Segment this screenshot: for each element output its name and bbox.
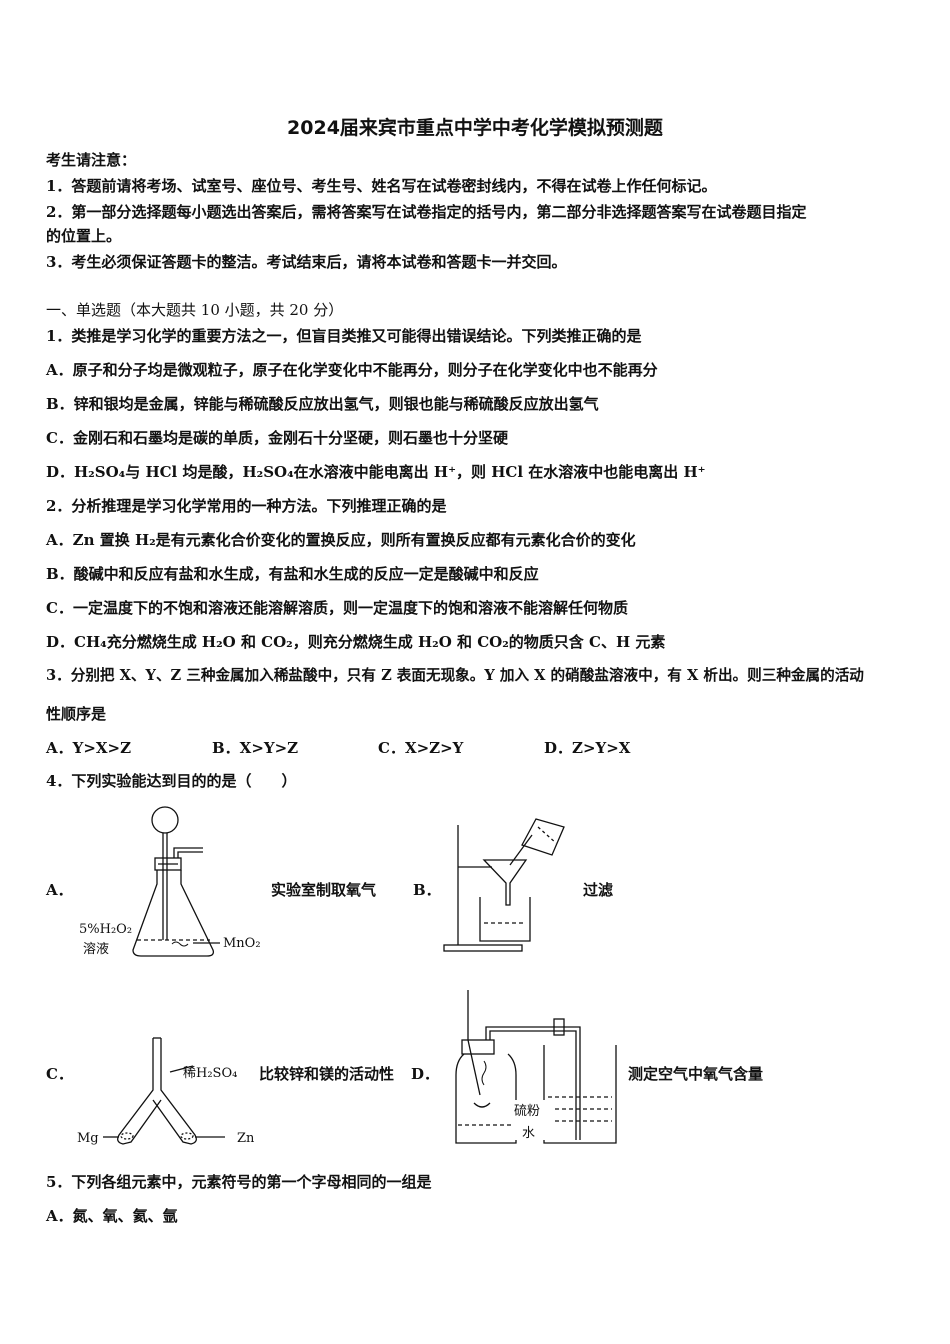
water-label: 水 bbox=[522, 1126, 535, 1141]
h2o2-label: 5%H₂O₂ bbox=[79, 922, 132, 937]
q2-option-d: D．CH₄充分燃烧生成 H₂O 和 CO₂，则充分燃烧生成 H₂O 和 CO₂的… bbox=[46, 633, 666, 651]
solution-label: 溶液 bbox=[83, 942, 109, 957]
q3-option-b: B．X>Y>Z bbox=[212, 739, 299, 757]
q2-option-c: C．一定温度下的不饱和溶液还能溶解溶质，则一定温度下的饱和溶液不能溶解任何物质 bbox=[46, 599, 628, 617]
q4-option-c-caption: 比较锌和镁的活动性 bbox=[259, 1065, 395, 1083]
dilute-acid-label: 稀H₂SO₄ bbox=[183, 1066, 237, 1081]
q2-option-b: B．酸碱中和反应有盐和水生成，有盐和水生成的反应一定是酸碱中和反应 bbox=[46, 565, 539, 583]
q3-stem-cont: 性顺序是 bbox=[46, 705, 107, 723]
notice-item-2-cont: 的位置上。 bbox=[46, 227, 122, 245]
mno2-label: MnO₂ bbox=[223, 936, 261, 951]
oxygen-content-figure: 硫粉 水 bbox=[455, 990, 617, 1144]
zn-label: Zn bbox=[237, 1131, 255, 1146]
notice-heading: 考生请注意： bbox=[46, 151, 137, 169]
q4-option-d-caption: 测定空气中氧气含量 bbox=[628, 1065, 764, 1083]
q4-stem: 4．下列实验能达到目的的是（ ） bbox=[46, 772, 297, 790]
oxygen-generator-figure: 5%H₂O₂ 溶液 MnO₂ bbox=[79, 806, 261, 957]
q3-option-d: D．Z>Y>X bbox=[544, 739, 631, 757]
q1-option-b: B．锌和银均是金属，锌能与稀硫酸反应放出氢气，则银也能与稀硫酸反应放出氢气 bbox=[46, 395, 599, 413]
page-title: 2024届来宾市重点中学中考化学模拟预测题 bbox=[287, 117, 663, 139]
q4-option-c-label: C． bbox=[46, 1065, 73, 1083]
mg-label: Mg bbox=[77, 1131, 99, 1146]
q3-option-c: C．X>Z>Y bbox=[378, 739, 464, 757]
q1-option-a: A．原子和分子均是微观粒子，原子在化学变化中不能再分，则分子在化学变化中也不能再… bbox=[46, 361, 658, 379]
q4-option-b-caption: 过滤 bbox=[583, 881, 614, 899]
q2-option-a: A．Zn 置换 H₂是有元素化合价变化的置换反应，则所有置换反应都有元素化合价的… bbox=[46, 531, 636, 549]
q4-option-a-label: A． bbox=[46, 881, 73, 899]
q3-option-a: A．Y>X>Z bbox=[46, 739, 132, 757]
section-heading: 一、单选题（本大题共 10 小题，共 20 分） bbox=[46, 301, 344, 319]
filtration-figure bbox=[443, 818, 565, 952]
notice-item-3: 3．考生必须保证答题卡的整洁。考试结束后，请将本试卷和答题卡一并交回。 bbox=[46, 253, 567, 271]
y-tube-figure: 稀H₂SO₄ Mg Zn bbox=[77, 1037, 255, 1146]
q4-option-a-caption: 实验室制取氧气 bbox=[271, 881, 377, 899]
q5-option-a: A．氮、氧、氦、氩 bbox=[46, 1207, 178, 1225]
q4-option-d-label: D． bbox=[411, 1065, 440, 1083]
notice-item-2: 2．第一部分选择题每小题选出答案后，需将答案写在试卷指定的括号内，第二部分非选择… bbox=[46, 203, 807, 221]
q1-option-c: C．金刚石和石墨均是碳的单质，金刚石十分坚硬，则石墨也十分坚硬 bbox=[46, 429, 508, 447]
q3-stem: 3．分别把 X、Y、Z 三种金属加入稀盐酸中，只有 Z 表面无现象。Y 加入 X… bbox=[46, 667, 864, 684]
q1-option-d: D．H₂SO₄与 HCl 均是酸，H₂SO₄在水溶液中能电离出 H⁺，则 HCl… bbox=[46, 463, 706, 481]
q2-stem: 2．分析推理是学习化学常用的一种方法。下列推理正确的是 bbox=[46, 497, 447, 515]
q4-option-b-label: B． bbox=[413, 881, 441, 899]
sulfur-label: 硫粉 bbox=[514, 1104, 540, 1119]
notice-item-1: 1．答题前请将考场、试室号、座位号、考生号、姓名写在试卷密封线内，不得在试卷上作… bbox=[46, 177, 717, 195]
q1-stem: 1．类推是学习化学的重要方法之一，但盲目类推又可能得出错误结论。下列类推正确的是 bbox=[46, 327, 642, 345]
q5-stem: 5．下列各组元素中，元素符号的第一个字母相同的一组是 bbox=[46, 1173, 432, 1191]
